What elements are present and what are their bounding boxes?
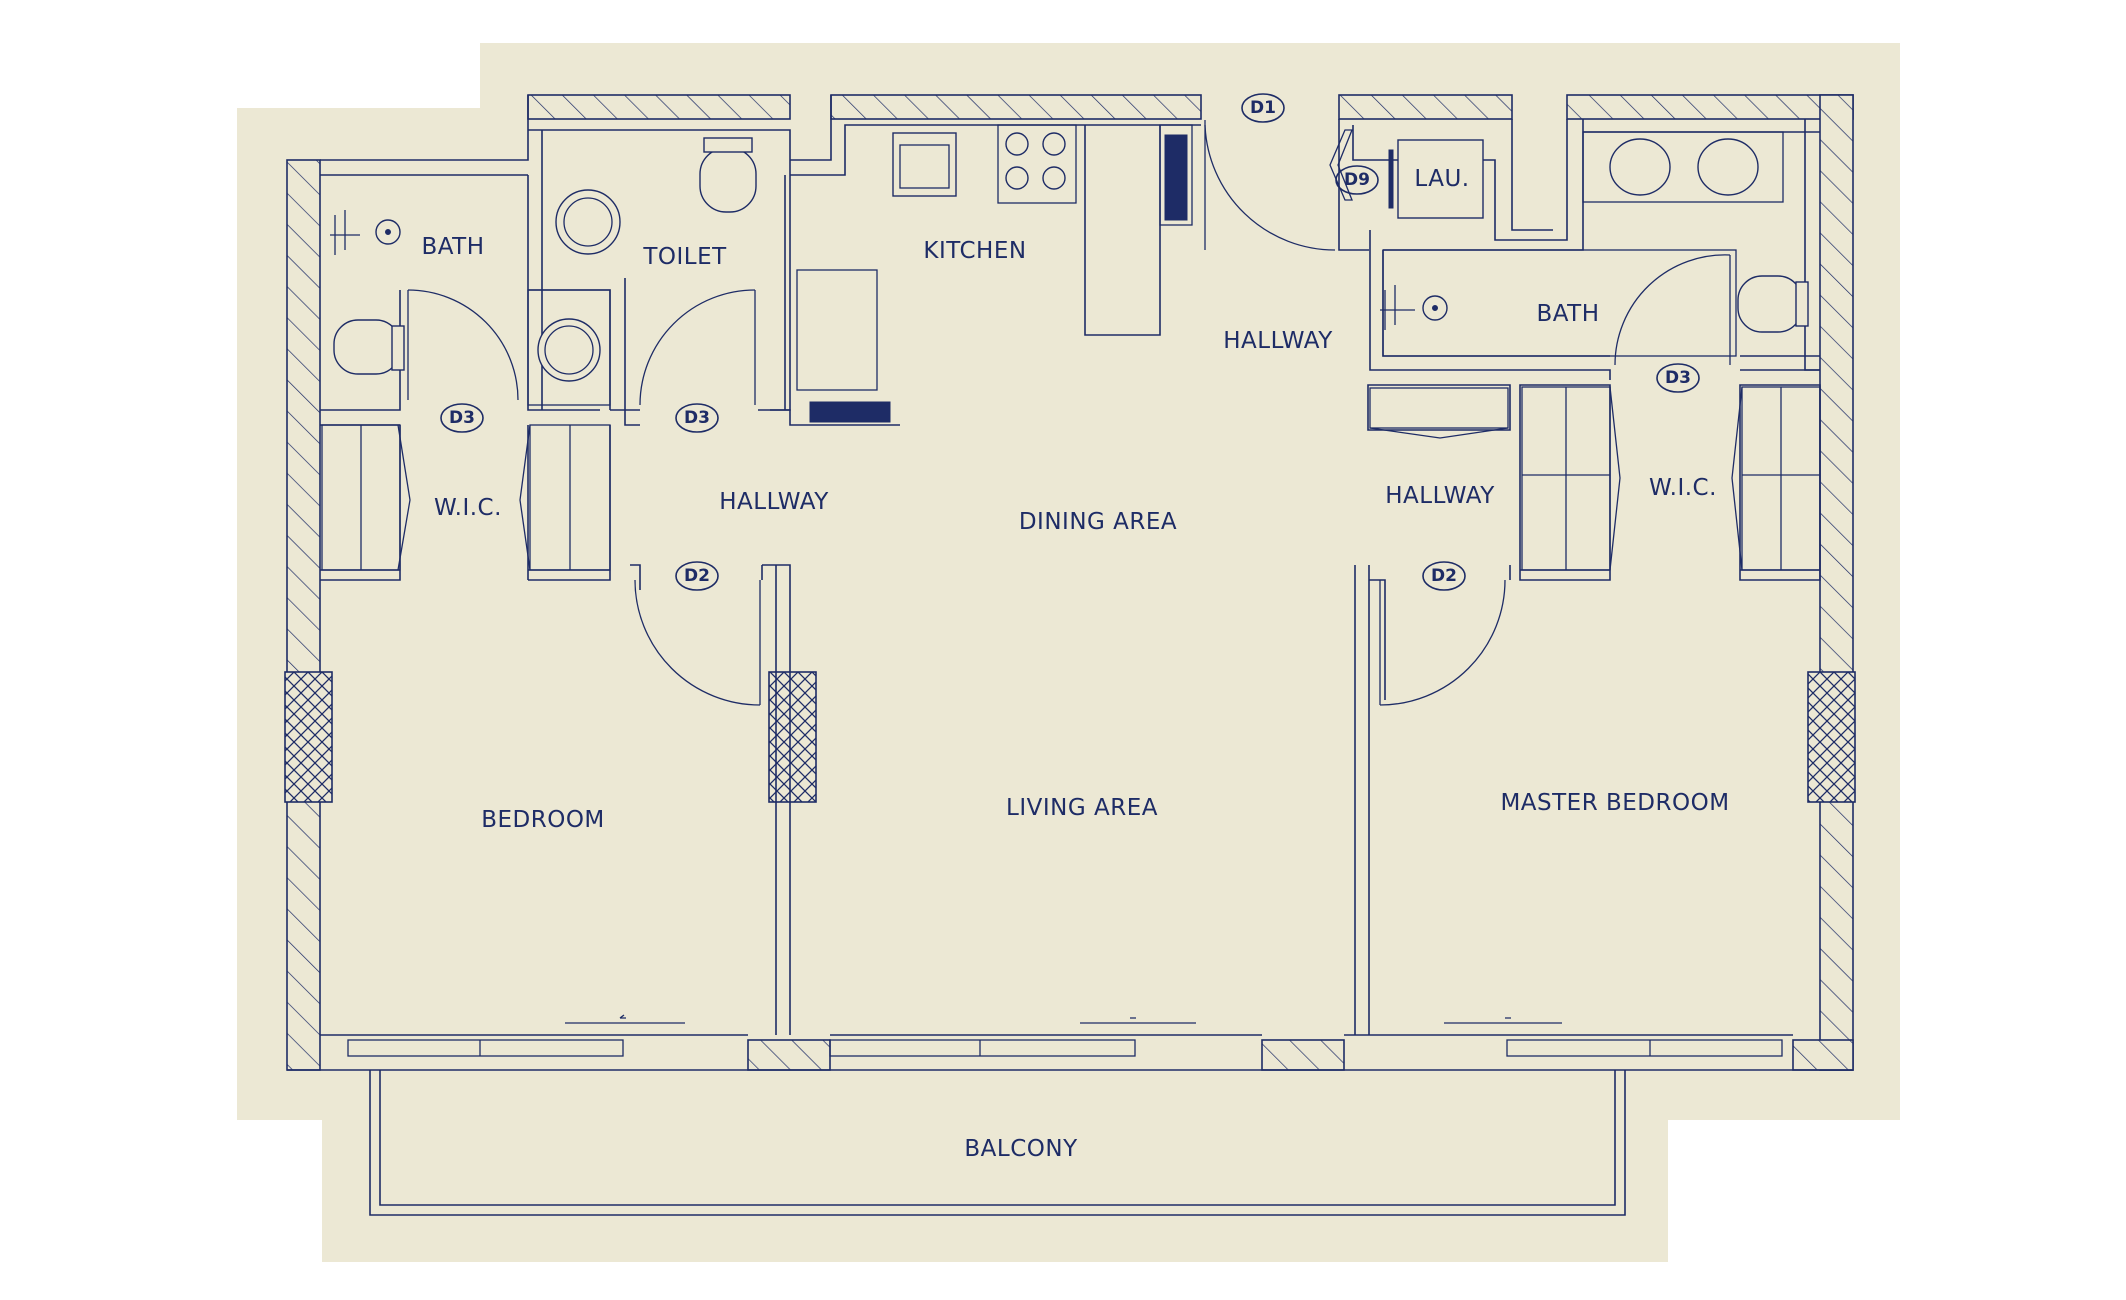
exterior-walls xyxy=(286,94,1854,1071)
shower-icon xyxy=(330,210,401,255)
door-tag-d2-left: D2 xyxy=(675,561,719,591)
door-tag-d9: D9 xyxy=(1335,165,1379,195)
fixtures xyxy=(330,124,1809,423)
room-label-wic-right: W.I.C. xyxy=(1649,475,1717,501)
door-tag-d3-toilet: D3 xyxy=(675,403,719,433)
svg-text:D3: D3 xyxy=(449,408,475,428)
stove-icon xyxy=(997,124,1077,204)
svg-text:D2: D2 xyxy=(684,566,710,586)
room-label-wic-left: W.I.C. xyxy=(434,495,502,521)
washer-icon xyxy=(1388,139,1484,219)
plan-background xyxy=(237,43,1900,1262)
door-tags: D1 D9 D3 D3 D3 D2 D2 xyxy=(440,93,1700,591)
toilet-icon xyxy=(333,319,405,375)
svg-text:D3: D3 xyxy=(684,408,710,428)
room-label-master-bedroom: MASTER BEDROOM xyxy=(1500,790,1729,816)
sink-icon xyxy=(555,189,621,255)
room-label-toilet: TOILET xyxy=(642,244,727,270)
svg-text:D3: D3 xyxy=(1665,368,1691,388)
room-label-bath-right: BATH xyxy=(1536,301,1599,327)
toilet-icon xyxy=(1737,275,1809,333)
toilet-icon xyxy=(699,137,757,213)
room-label-bath-left: BATH xyxy=(421,234,484,260)
shower-icon xyxy=(1380,285,1448,330)
door-tag-d3-bath-left: D3 xyxy=(440,403,484,433)
balcony-railing xyxy=(369,1070,1626,1216)
room-label-hallway-right: HALLWAY xyxy=(1385,483,1495,509)
sink-icon xyxy=(1582,131,1784,203)
svg-text:D1: D1 xyxy=(1250,98,1276,118)
fridge-icon xyxy=(796,269,891,423)
room-label-balcony: BALCONY xyxy=(964,1136,1078,1162)
svg-text:D9: D9 xyxy=(1344,170,1370,190)
svg-text:D2: D2 xyxy=(1431,566,1457,586)
sliding-doors xyxy=(347,1014,1783,1057)
door-tag-d3-bath-right: D3 xyxy=(1656,363,1700,393)
room-label-bedroom: BEDROOM xyxy=(481,807,605,833)
window-bays xyxy=(284,671,1856,803)
room-label-lau: LAU. xyxy=(1414,166,1469,192)
closets xyxy=(321,386,1821,571)
room-label-kitchen: KITCHEN xyxy=(923,238,1026,264)
door-tag-d2-right: D2 xyxy=(1422,561,1466,591)
door-tag-d1: D1 xyxy=(1241,93,1285,123)
door-swings xyxy=(407,120,1731,706)
kitchen-sink-icon xyxy=(892,132,957,197)
sink-icon xyxy=(527,289,611,406)
room-label-living: LIVING AREA xyxy=(1006,795,1158,821)
room-label-hallway-top: HALLWAY xyxy=(1223,328,1333,354)
appliance-icon xyxy=(1159,124,1193,226)
room-label-hallway-left: HALLWAY xyxy=(719,489,829,515)
room-label-dining: DINING AREA xyxy=(1019,509,1177,535)
room-labels: BATH TOILET KITCHEN HALLWAY LAU. BATH W.… xyxy=(421,166,1729,1162)
